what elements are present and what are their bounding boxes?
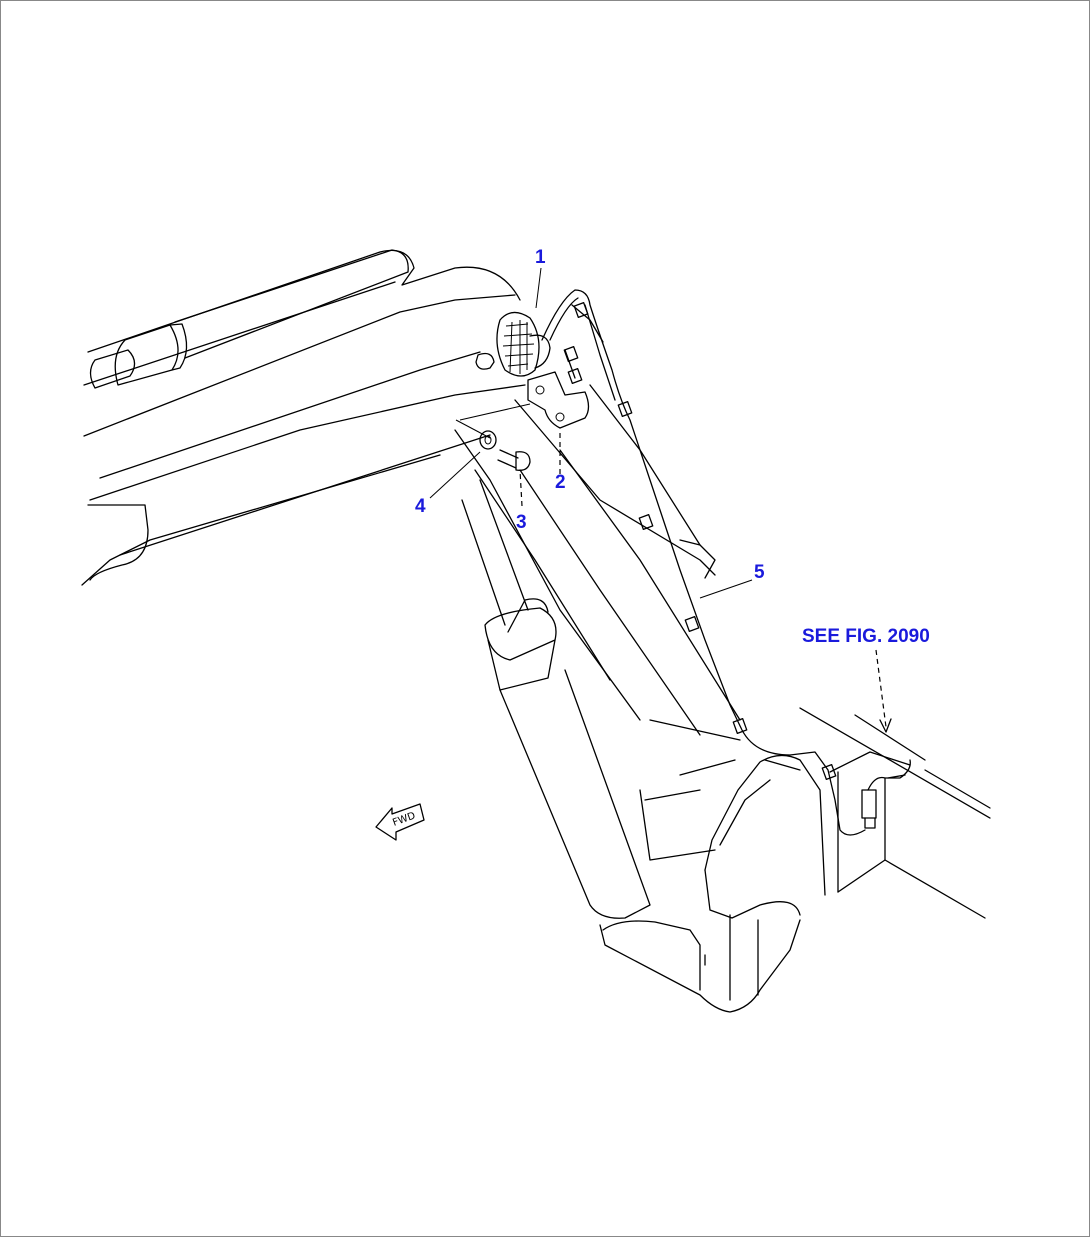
see-figure-note: SEE FIG. 2090 bbox=[802, 626, 930, 647]
leader-washer-line bbox=[455, 419, 491, 439]
wiring-harness bbox=[541, 289, 911, 836]
callout-2: 2 bbox=[555, 472, 566, 493]
lamp-bracket bbox=[475, 352, 590, 429]
see-fig-arrowhead bbox=[879, 718, 892, 733]
arm bbox=[454, 384, 741, 919]
upper-frame bbox=[799, 707, 991, 919]
swing-bracket bbox=[599, 719, 826, 1013]
callout-5: 5 bbox=[754, 562, 765, 583]
callout-3: 3 bbox=[516, 512, 527, 533]
bolt-and-washer bbox=[479, 430, 531, 471]
callout-4: 4 bbox=[415, 496, 426, 517]
leader-lines bbox=[429, 267, 892, 733]
leader-bracket bbox=[459, 403, 531, 421]
leader-5 bbox=[699, 579, 753, 599]
leader-3 bbox=[519, 469, 523, 507]
callout-1: 1 bbox=[535, 247, 546, 268]
leader-4 bbox=[429, 451, 481, 499]
leader-see-fig bbox=[875, 649, 887, 728]
boom bbox=[81, 249, 526, 586]
leader-1 bbox=[535, 267, 542, 309]
forward-arrow-icon: FWD bbox=[375, 803, 425, 841]
work-lamp bbox=[496, 311, 551, 377]
